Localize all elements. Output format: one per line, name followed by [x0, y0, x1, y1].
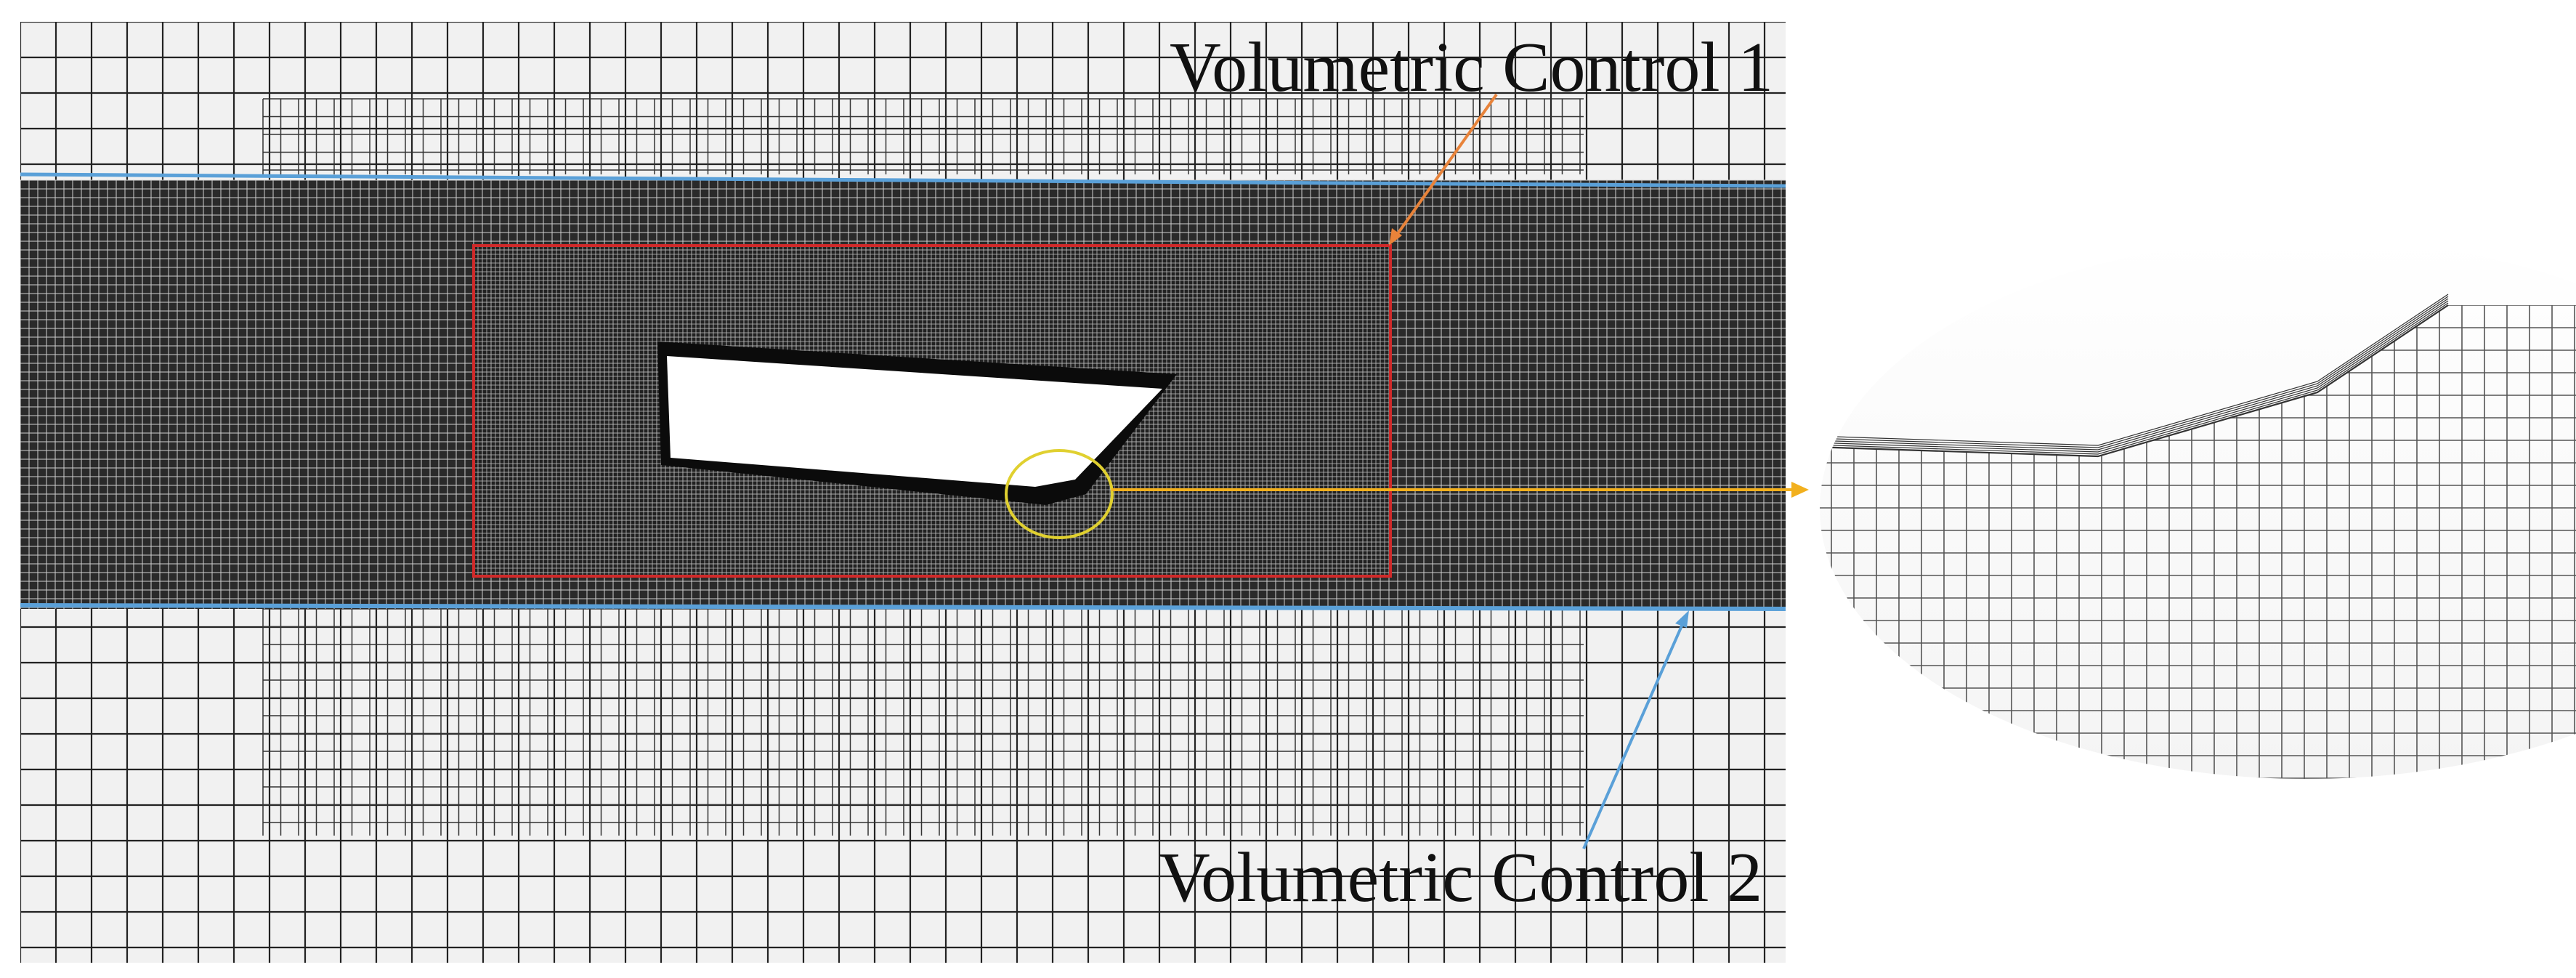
- boundary-layer-line: [1820, 298, 2449, 450]
- control2-label: Volumetric Control 2: [1159, 838, 1762, 917]
- boundary-layer-mesh: [1820, 294, 2449, 458]
- control1-label: Volumetric Control 1: [1170, 28, 1773, 107]
- control2-bottom-line: [20, 603, 1786, 611]
- detail-zoom-background: [1820, 238, 2576, 779]
- main-mesh-view: [20, 22, 1786, 963]
- medium-mesh-grid: [262, 98, 1584, 836]
- detail-arrow-head: [1791, 482, 1809, 498]
- boundary-layer-line: [1820, 294, 2449, 446]
- detail-zoom-view: [1820, 238, 2576, 779]
- detail-mesh-grid: [1820, 305, 2576, 779]
- detail-circle: [1005, 449, 1114, 539]
- control2-arrow-head: [1675, 610, 1689, 628]
- boundary-layer-line: [1820, 296, 2449, 448]
- control1-box: [472, 244, 1392, 578]
- control2-arrow-line: [1582, 617, 1687, 849]
- boundary-layer-line: [1820, 300, 2449, 453]
- medium-mesh-lines-top: [262, 98, 1584, 174]
- boundary-layer-line: [1820, 302, 2449, 455]
- control1-arrow-head: [1389, 228, 1402, 246]
- control2-top-line: [20, 172, 1786, 188]
- boundary-layer-line: [1820, 304, 2449, 458]
- medium-mesh-lines-bottom: [262, 608, 1584, 836]
- control1-arrow-line: [1392, 93, 1498, 241]
- detail-mesh-lines: [1820, 305, 2576, 779]
